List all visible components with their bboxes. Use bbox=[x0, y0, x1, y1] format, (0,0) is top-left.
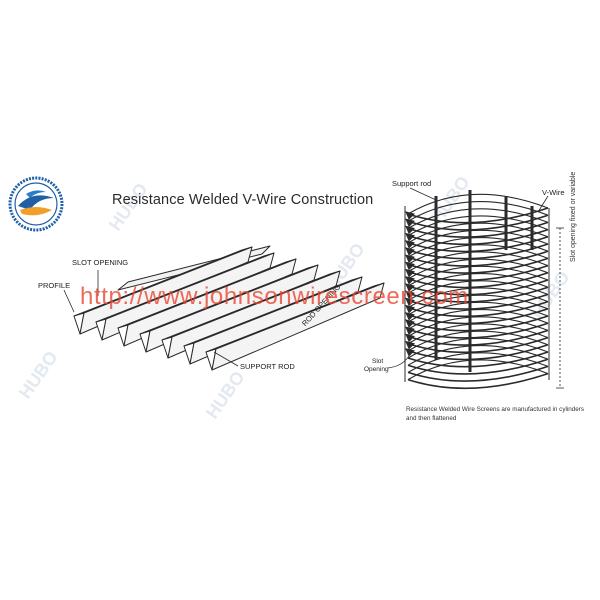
cylinder-ring-front bbox=[407, 257, 549, 274]
cylinder-ring-back bbox=[407, 359, 549, 381]
cylinder-v-profile bbox=[405, 225, 415, 235]
cylinder-ring-back bbox=[407, 337, 549, 359]
cylinder-ring-back bbox=[407, 273, 549, 294]
cylinder-ring-front bbox=[407, 207, 549, 224]
cylinder-v-profile bbox=[405, 218, 415, 228]
label-slot: Slot bbox=[372, 358, 384, 365]
cylinder-ring-front bbox=[407, 315, 549, 332]
cylinder-ring-front bbox=[407, 293, 549, 310]
diagram-title: Resistance Welded V-Wire Construction bbox=[112, 192, 374, 208]
cylinder-ring-back bbox=[407, 352, 549, 373]
cylinder-v-profile bbox=[405, 340, 415, 350]
cylinder-v-profile bbox=[405, 232, 415, 242]
cylinder-ring-front bbox=[407, 322, 549, 339]
cylinder-ring-back bbox=[407, 287, 549, 309]
cylinder-ring-back bbox=[407, 201, 549, 222]
cylinder-v-profile bbox=[405, 312, 415, 321]
cylinder-v-profile bbox=[405, 319, 415, 328]
cylinder-ring-back bbox=[407, 323, 549, 345]
cylinder-v-profile bbox=[405, 326, 415, 336]
cylinder-ring-back bbox=[407, 294, 549, 316]
cylinder-ring-front bbox=[407, 250, 549, 267]
cylinder-ring-front bbox=[407, 365, 549, 382]
v-wire-side bbox=[211, 282, 385, 371]
cylinder-ring-back bbox=[407, 265, 549, 287]
support-rod-leader bbox=[213, 351, 239, 367]
cylinder-ring-front bbox=[407, 308, 549, 325]
cylinder-ring-back bbox=[407, 193, 549, 215]
cylinder-ring-back bbox=[407, 222, 549, 244]
profile-leader bbox=[63, 289, 75, 313]
support-rod-cyl-leader bbox=[409, 187, 437, 201]
cylinder-ring-front bbox=[407, 344, 549, 361]
cylinder-v-profile bbox=[405, 304, 415, 314]
cylinder-v-profile bbox=[405, 283, 415, 292]
cylinder-ring-front bbox=[407, 336, 549, 354]
cylinder-ring-back bbox=[407, 316, 549, 337]
cylinder-ring-front bbox=[407, 272, 549, 289]
v-wire-leader bbox=[537, 195, 549, 213]
cylinder-ring-front bbox=[407, 236, 549, 253]
cylinder-ring-back bbox=[407, 229, 549, 251]
cylinder-ring-front bbox=[407, 279, 549, 296]
cylinder-ring-back bbox=[407, 258, 549, 280]
cylinder-ring-front bbox=[407, 228, 549, 246]
cylinder-ring-back bbox=[407, 280, 549, 301]
watermark-url: http://www.johnsonwirescreen.com bbox=[80, 283, 469, 310]
cylinder-ring-front bbox=[407, 372, 549, 390]
cylinder-ring-front bbox=[407, 264, 549, 282]
cylinder-v-profile bbox=[405, 268, 415, 278]
cylinder-v-profile bbox=[405, 276, 415, 285]
label-opening: Opening bbox=[364, 366, 389, 373]
label-profile: PROFILE bbox=[38, 281, 71, 290]
cylinder-v-profile bbox=[405, 261, 415, 271]
label-v-wire: V-Wire bbox=[542, 188, 565, 197]
cylinder-v-profile bbox=[405, 333, 415, 343]
cylinder-v-profile bbox=[405, 254, 415, 264]
cylinder-ring-back bbox=[407, 251, 549, 273]
cylinder-ring-back bbox=[407, 301, 549, 323]
cylinder-ring-back bbox=[407, 215, 549, 237]
cylinder-v-profile bbox=[405, 290, 415, 300]
label-support-rod: SUPPORT ROD bbox=[240, 362, 295, 371]
cylinder-ring-front bbox=[407, 243, 549, 260]
cylinder-ring-back bbox=[407, 330, 549, 352]
label-cylinder-support-rod: Support rod bbox=[392, 179, 432, 188]
cylinder-ring-front bbox=[407, 358, 549, 375]
slot-opening-cyl-leader bbox=[387, 353, 411, 369]
cylinder-ring-back bbox=[407, 309, 549, 330]
cylinder-ring-front bbox=[407, 214, 549, 231]
cylinder-caption: Resistance Welded Wire Screens are manuf… bbox=[406, 406, 585, 422]
cylinder-ring-front bbox=[407, 221, 549, 238]
cylinder-v-profile bbox=[405, 297, 415, 307]
cylinder-ring-front bbox=[407, 300, 549, 318]
label-slot-opening: SLOT OPENING bbox=[72, 258, 129, 267]
cylinder-v-profile bbox=[405, 348, 415, 357]
cylinder-ring-back bbox=[407, 208, 549, 229]
cylinder-ring-front bbox=[407, 329, 549, 346]
cylinder-ring-back bbox=[407, 244, 549, 265]
cylinder-ring-front bbox=[407, 286, 549, 303]
cylinder-v-profile bbox=[405, 247, 415, 256]
cylinder-ring-back bbox=[407, 345, 549, 366]
cylinder-v-profile bbox=[405, 240, 415, 249]
cylinder-ring-back bbox=[407, 237, 549, 258]
company-logo bbox=[8, 176, 64, 232]
cylinder-v-profile bbox=[405, 211, 415, 220]
cylinder-ring-front bbox=[407, 351, 549, 368]
label-slot-fixed-variable: Slot opening fixed or variable bbox=[570, 171, 577, 262]
